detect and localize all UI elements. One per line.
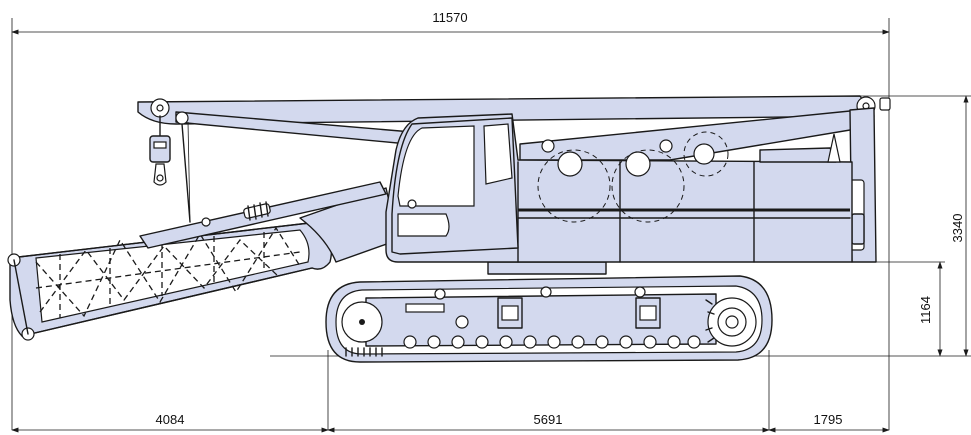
hook-block: [149, 115, 191, 223]
track-rollers: [403, 335, 701, 349]
front-overhang-label: 1795: [814, 412, 843, 427]
gantry-column: [847, 107, 877, 263]
cab-front-window: [397, 125, 475, 207]
tail-swing-label: 4084: [156, 412, 185, 427]
dimension-labels: 11570 4084 5691 1795 3340 1164: [156, 10, 965, 427]
crawler-track: [325, 275, 773, 363]
cab-lower-window: [397, 213, 450, 237]
crawler-length-label: 5691: [534, 412, 563, 427]
boom-pendant: [139, 181, 387, 249]
cab-height-label: 3340: [950, 214, 965, 243]
winch-drum-1: [537, 149, 611, 223]
overall-length-label: 11570: [432, 10, 467, 25]
winch-wheel-1-icon: [557, 151, 583, 177]
hoist-rope: [187, 121, 191, 223]
winch-wheel-2-icon: [625, 151, 651, 177]
winch-drum-2: [611, 149, 685, 223]
upper-jib: [137, 95, 891, 161]
operator-cab: [391, 117, 519, 255]
turntable: [487, 261, 607, 275]
crawler-height-label: 1164: [918, 296, 933, 324]
cab-side-window: [483, 123, 513, 185]
